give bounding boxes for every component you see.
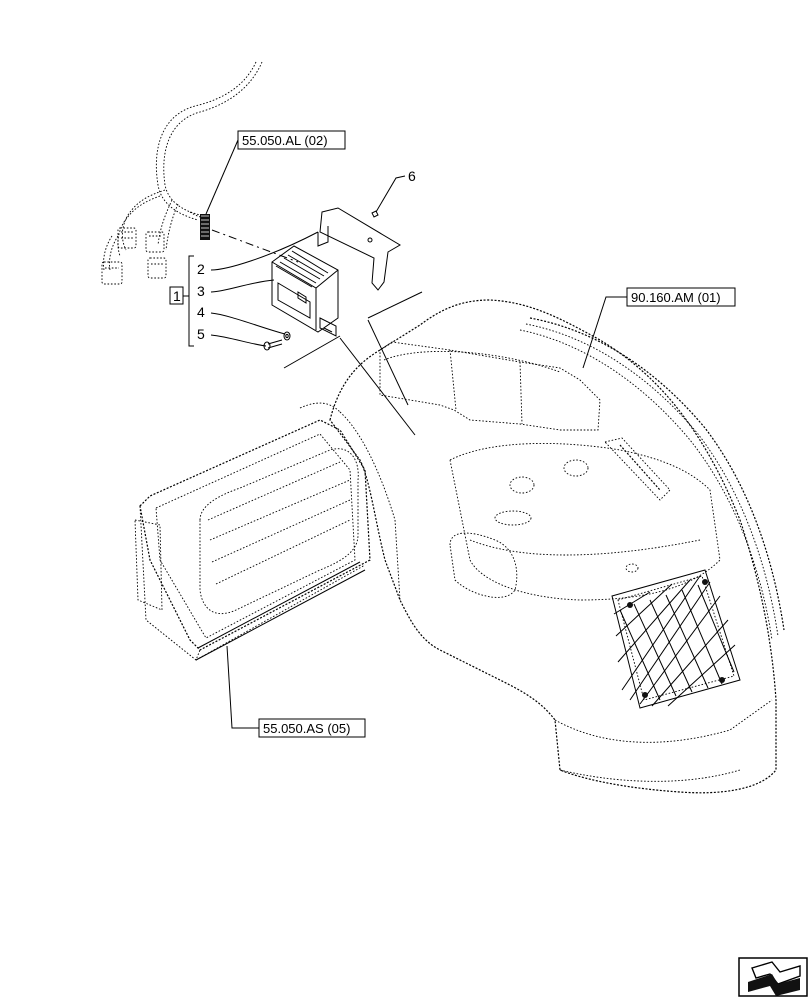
reference-55-050-al[interactable]: 55.050.AL (02) — [237, 130, 346, 150]
reference-label-al: 55.050.AL (02) — [242, 133, 328, 148]
mesh-grille — [611, 569, 741, 709]
washer — [283, 331, 291, 341]
callout-item-3: 3 — [197, 283, 205, 299]
reference-label-am: 90.160.AM (01) — [631, 290, 721, 305]
wiring-harness — [101, 61, 263, 285]
controller-module — [271, 245, 339, 337]
reference-55-050-as[interactable]: 55.050.AS (05) — [258, 718, 366, 738]
screw — [263, 339, 283, 351]
callout-item-2: 2 — [197, 261, 205, 277]
callout-item-5: 5 — [197, 326, 205, 342]
reference-90-160-am[interactable]: 90.160.AM (01) — [626, 287, 736, 307]
connector-icon — [200, 214, 210, 240]
callout-item-6: 6 — [408, 168, 416, 184]
kit-callout: 1 2 3 4 5 — [169, 231, 319, 347]
kit-number: 1 — [173, 288, 181, 304]
callout-item-4: 4 — [197, 304, 205, 320]
cab-structure — [134, 299, 785, 794]
arrow-nav-icon[interactable] — [738, 957, 808, 997]
reference-label-as: 55.050.AS (05) — [263, 721, 350, 736]
bracket-plate — [317, 207, 401, 291]
callout-6: 6 — [375, 168, 416, 213]
